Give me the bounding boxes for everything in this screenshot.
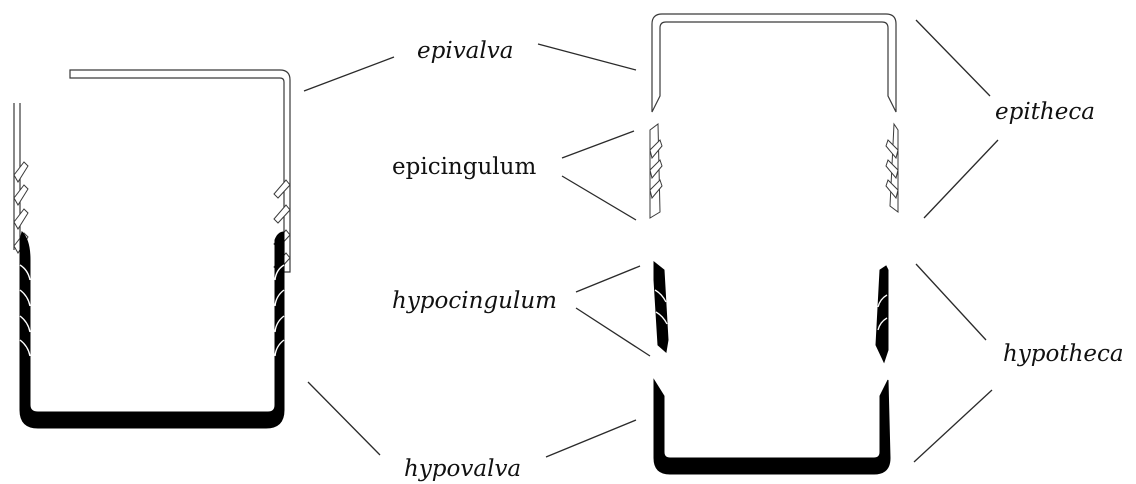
exploded-frustule xyxy=(649,13,899,475)
leader-hypovalva-right xyxy=(545,419,637,458)
label-epivalva: epivalva xyxy=(417,38,514,64)
exploded-hypocingulum-right-marks xyxy=(877,294,888,331)
assembled-hypocingulum-right xyxy=(274,264,285,357)
exploded-epicingulum-right xyxy=(885,122,899,213)
leader-epitheca-top xyxy=(915,19,991,97)
assembled-epivalva xyxy=(69,69,291,273)
leader-epitheca-bottom xyxy=(923,139,999,219)
label-epicingulum: epicingulum xyxy=(392,154,537,180)
leader-hypotheca-top xyxy=(915,263,987,341)
leader-hypocingulum-bottom xyxy=(575,307,651,357)
leader-hypovalva-left xyxy=(307,381,381,456)
exploded-hypovalva xyxy=(653,378,891,475)
label-hypotheca: hypotheca xyxy=(1003,341,1124,367)
exploded-epivalva xyxy=(651,13,897,113)
label-epitheca: epitheca xyxy=(995,99,1095,125)
exploded-hypocingulum-right xyxy=(875,265,889,364)
label-hypovalva: hypovalva xyxy=(404,456,522,482)
exploded-epicingulum-left xyxy=(649,123,663,219)
exploded-hypocingulum-left xyxy=(653,260,669,353)
leader-epicingulum-bottom xyxy=(561,175,637,221)
leader-epivalva-left xyxy=(303,56,395,92)
assembled-hypocingulum-left xyxy=(19,264,31,357)
leader-hypotheca-bottom xyxy=(913,389,993,463)
label-hypocingulum: hypocingulum xyxy=(392,288,557,314)
assembled-hypovalva xyxy=(19,231,285,429)
leader-lines xyxy=(303,19,999,463)
leader-epivalva-right xyxy=(537,43,637,71)
leader-hypocingulum-top xyxy=(575,265,641,293)
leader-epicingulum-top xyxy=(561,130,635,159)
assembled-frustule xyxy=(13,69,291,429)
exploded-hypocingulum-left-marks xyxy=(654,289,668,325)
